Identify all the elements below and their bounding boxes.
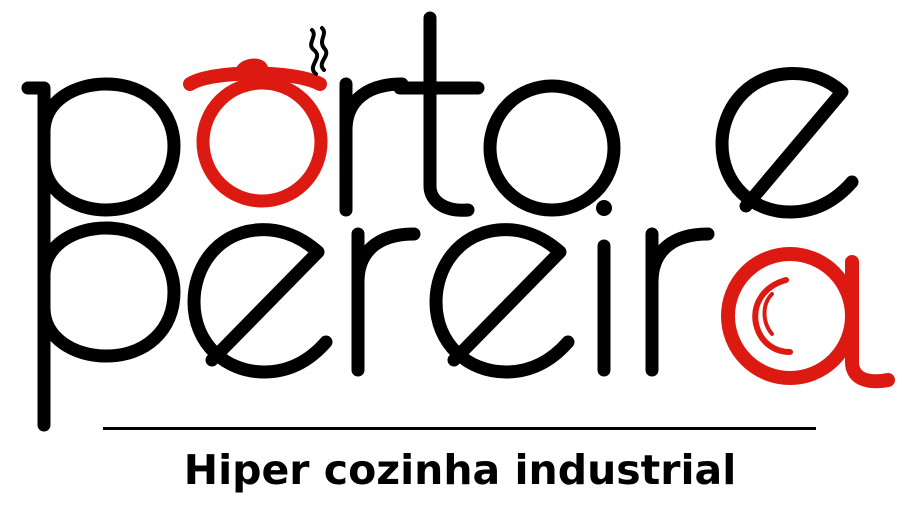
divider-line — [103, 427, 816, 430]
letter-r-line2b — [645, 227, 715, 377]
letter-i-dot — [596, 200, 612, 216]
letter-r-line1 — [339, 77, 409, 217]
letter-p-line2 — [37, 221, 181, 363]
letter-e-line1 — [715, 67, 859, 219]
letter-a-line2-red — [721, 247, 895, 389]
letter-o-line1 — [483, 79, 621, 217]
letter-e-line2a — [187, 223, 333, 379]
steam-icon — [309, 26, 329, 76]
letter-e-line2b — [429, 223, 575, 379]
letter-r-line2a — [351, 227, 421, 377]
cooking-pot-icon — [183, 58, 328, 208]
letter-t-line1 — [393, 11, 485, 217]
tagline: Hiper cozinha industrial — [183, 446, 737, 494]
